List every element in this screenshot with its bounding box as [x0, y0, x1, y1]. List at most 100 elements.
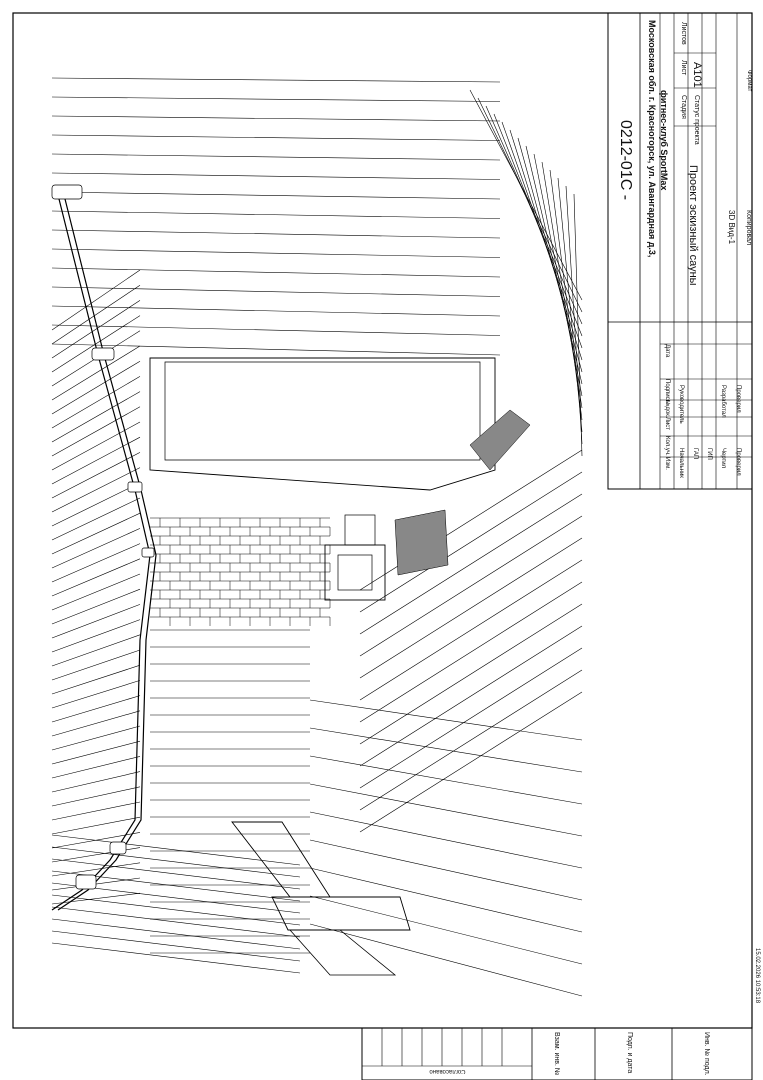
project-address-line1: Московская обл. г. Красногорск, ул. Аван… — [647, 20, 657, 258]
wall-board-line — [359, 625, 583, 767]
format-label: Формат — [746, 70, 752, 92]
wall-board-line — [51, 892, 141, 905]
side-stamp-frame — [361, 1027, 753, 1080]
ceiling-board-line — [51, 248, 501, 258]
stamp-role: Начальник — [678, 448, 684, 478]
wall-board-line — [51, 528, 141, 569]
sheet-number: А101 — [691, 62, 703, 88]
stage-label: Стадия — [680, 95, 687, 119]
ceiling-board-line — [51, 153, 501, 161]
floor-board-line — [51, 834, 301, 866]
stamp-role: Чертил — [720, 448, 726, 469]
side-stamp-agreed: Согласовано — [429, 1068, 466, 1074]
stage-value: Статус проекта — [693, 95, 700, 145]
project-code: 0212-01С - — [617, 120, 634, 201]
floor-board-line — [309, 895, 583, 965]
wall-board-line — [359, 471, 583, 613]
wall-board-line — [51, 786, 141, 807]
wall-board-line — [359, 669, 583, 811]
wall-board-line — [359, 603, 583, 745]
stamp-role: ГИП — [706, 448, 712, 460]
copied-label: Копировал — [745, 210, 752, 246]
wall-board-line — [51, 467, 141, 513]
floor-board-line — [51, 858, 301, 890]
wall-board-line — [51, 497, 141, 541]
wall-board-line — [51, 649, 141, 681]
wall-board-line — [51, 725, 141, 751]
floor-board-line — [51, 930, 301, 962]
wall-board-line — [51, 376, 141, 429]
wall-board-line — [51, 391, 141, 443]
floor-board-line — [51, 894, 301, 926]
ceiling-board-line — [51, 191, 501, 200]
wall-board-line — [565, 185, 583, 445]
ceiling-board-line — [51, 229, 501, 239]
wall-board-line — [51, 695, 141, 723]
side-stamp-inv-original: Инв. № подл. — [703, 1032, 710, 1076]
wall-board-line — [51, 604, 141, 639]
floor-board-line — [309, 839, 583, 901]
wall-board-line — [533, 153, 583, 397]
wall-board-line — [51, 619, 141, 653]
wall-board-line — [359, 493, 583, 635]
wall-board-line — [359, 691, 583, 833]
floor-board-line — [309, 811, 583, 869]
sheet-name: 3D Вид-1 — [727, 210, 736, 245]
side-stamp-replace-inv: Взам. инв. № — [553, 1032, 560, 1076]
stamp-header-izm: Изм. — [664, 457, 670, 470]
wall-board-line — [51, 421, 141, 471]
wall-board-line — [359, 449, 583, 591]
document-title: Проект эскизный сауны — [687, 165, 699, 286]
wall-board-line — [51, 512, 141, 555]
floor-board-line — [309, 699, 583, 741]
wall-board-line — [573, 193, 583, 457]
wall-board-line — [51, 543, 141, 583]
wall-board-line — [51, 284, 141, 345]
floor-board-line — [309, 867, 583, 933]
wall-board-line — [51, 862, 141, 877]
wall-board-line — [517, 137, 583, 373]
wall-board-line — [51, 801, 141, 821]
ceiling-board-line — [51, 115, 501, 122]
wall-board-line — [51, 847, 141, 863]
wall-board-line — [51, 740, 141, 765]
wall-board-line — [51, 269, 141, 331]
wall-board-line — [51, 771, 141, 793]
ceiling-board-line — [51, 210, 501, 219]
ceiling-board-line — [51, 267, 501, 278]
wall-board-line — [51, 573, 141, 611]
ceiling-board-line — [51, 343, 501, 356]
wall-board-line — [51, 588, 141, 625]
stamp-name: Проверил — [735, 385, 741, 413]
floor-board-line — [51, 942, 301, 974]
ceiling-board-line — [51, 305, 501, 317]
ceiling-board-line — [51, 286, 501, 297]
wall-board-line — [359, 581, 583, 723]
stamp-header-list: Лист — [664, 417, 670, 431]
stamp-header-kol: Кол.уч. — [664, 436, 670, 456]
floor-board-line — [51, 906, 301, 938]
wall-board-line — [51, 345, 141, 401]
wall-board-line — [501, 121, 583, 349]
ceiling-board-line — [51, 324, 501, 336]
ceiling-board-line — [51, 172, 501, 180]
wall-board-line — [51, 300, 141, 359]
sheets-label: Листов — [680, 22, 687, 45]
wall-board-line — [51, 664, 141, 695]
wall-board-line — [51, 360, 141, 415]
stamp-name: Разработал — [720, 385, 726, 418]
wall-board-line — [359, 515, 583, 657]
timestamp: 15.02.2026 10:53:18 — [754, 948, 760, 1004]
wall-board-line — [359, 647, 583, 789]
floor-board-line — [309, 727, 583, 773]
side-stamp-sign-date: Подп. и дата — [626, 1032, 633, 1074]
wall-board-line — [359, 559, 583, 701]
floor-board-line — [51, 918, 301, 950]
wall-board-line — [493, 113, 583, 337]
wall-board-line — [51, 482, 141, 527]
sheet-label: Лист — [680, 60, 687, 76]
title-block-frame — [607, 12, 753, 490]
wall-board-line — [51, 315, 141, 373]
